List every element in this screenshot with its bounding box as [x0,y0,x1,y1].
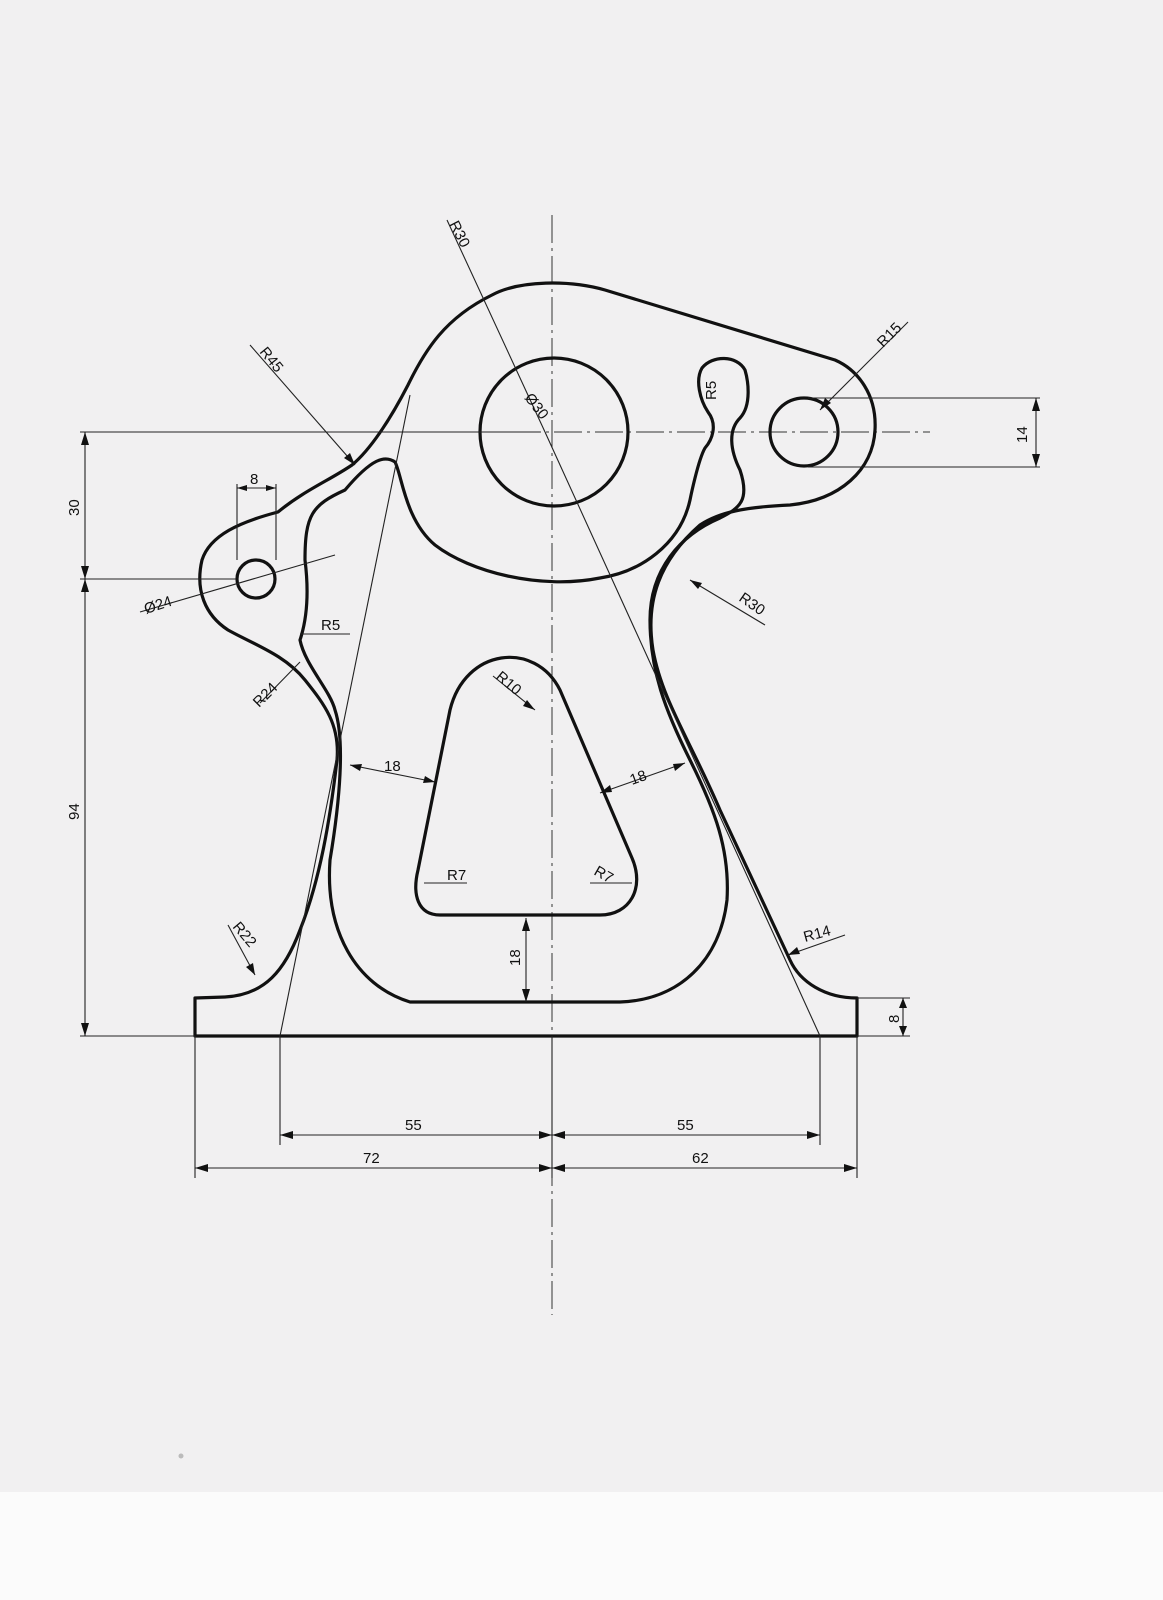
label-dim8-right: 8 [886,1015,903,1023]
label-r7-left: R7 [447,867,466,884]
label-dim18-left: 18 [384,758,401,775]
label-dim18-right: 18 [628,767,649,789]
label-r14: R14 [802,922,833,946]
label-dim30: 30 [66,499,83,516]
label-r5-left: R5 [321,617,340,634]
label-dim18-bottom: 18 [507,949,524,966]
paper-bottom-strip [0,1492,1163,1600]
label-dim8-top: 8 [250,471,258,488]
label-dim55-left: 55 [405,1117,422,1134]
left-hole-circle [235,558,277,600]
label-r5-slot: R5 [703,381,720,400]
label-dim72: 72 [363,1150,380,1167]
part-inner-outline [298,356,750,1004]
paper-speck [178,1453,184,1459]
right-hole-circle [768,396,840,468]
label-dim94: 94 [66,803,83,820]
construction-lines [279,219,821,1037]
label-dim55-right: 55 [677,1117,694,1134]
extension-lines [80,397,1040,1178]
triangular-hole [414,655,639,917]
arrowheads [81,398,1040,1172]
label-dim14: 14 [1014,426,1031,443]
label-dim62: 62 [692,1150,709,1167]
